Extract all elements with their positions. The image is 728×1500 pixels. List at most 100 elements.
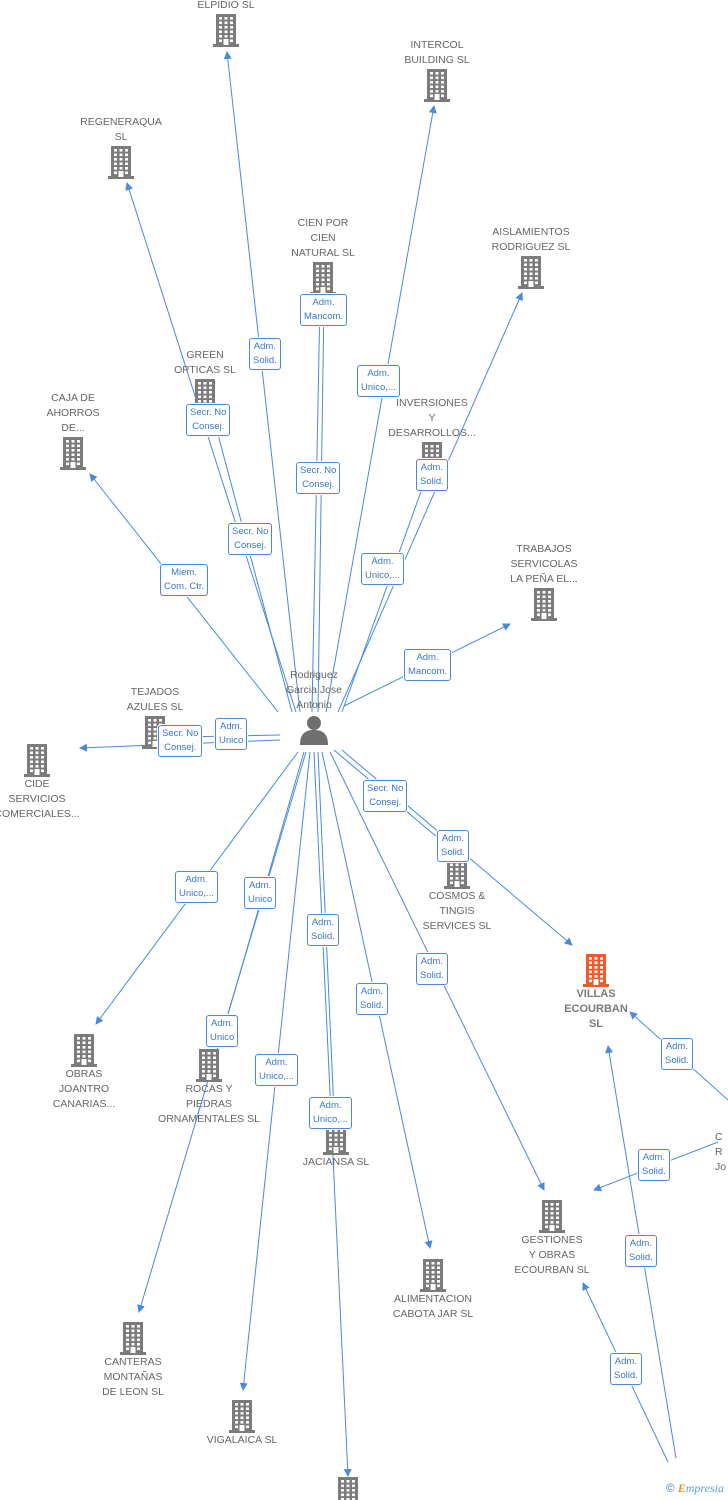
role-badge-obras[interactable]: Adm. Unico,... <box>175 871 218 903</box>
company-name: AISLAMIENTOS RODRIGUEZ SL <box>491 226 571 253</box>
building-icon <box>338 1477 358 1500</box>
edge-line-green <box>209 411 293 713</box>
company-name: COSMOS & TINGIS SERVICES SL <box>422 890 492 932</box>
building-icon <box>424 69 450 102</box>
brand-credit: © Empresia <box>666 1481 724 1496</box>
company-name: GESTIONES Y OBRAS ECOURBAN SL <box>514 1234 590 1276</box>
building-icon <box>60 437 86 470</box>
building-icon <box>196 1049 222 1082</box>
building-icon <box>229 1400 255 1433</box>
role-badge-trabajos[interactable]: Adm. Mancom. <box>404 649 452 681</box>
company-node-green[interactable]: GREEN OPTICAS SL <box>145 348 265 412</box>
role-badge-tejados[interactable]: Adm. Unico <box>215 718 248 750</box>
building-icon <box>531 588 557 621</box>
person-icon <box>300 716 328 745</box>
company-name: INTERCOL BUILDING SL <box>404 39 470 66</box>
role-badge-cide[interactable]: Secr. No Consej. <box>158 725 203 757</box>
edge-line-elpidio <box>223 51 301 713</box>
company-node-jaciansa[interactable]: JACIANSA SL <box>276 1121 396 1170</box>
company-node-trabajos[interactable]: TRABAJOS SERVICOLAS LA PEÑA EL... <box>484 542 604 621</box>
edge-line-aislamientos <box>337 292 523 713</box>
role-badge-gestiones[interactable]: Adm. Solid. <box>416 953 448 985</box>
role-badge-green[interactable]: Secr. No Consej. <box>228 523 273 555</box>
edge-line-inversiones <box>341 482 426 713</box>
company-node-elpidio[interactable]: ELPIDIO SL <box>166 0 286 47</box>
company-node-otherperson[interactable]: C R Jo <box>715 1130 728 1175</box>
role-badge-intercol[interactable]: Adm. Unico,... <box>357 365 400 397</box>
building-icon <box>420 1259 446 1292</box>
building-icon <box>120 1322 146 1355</box>
company-name: CAJA DE AHORROS DE... <box>46 392 100 434</box>
building-icon <box>24 744 50 777</box>
role-badge-villas[interactable]: Adm. Solid. <box>437 830 469 862</box>
role-badge-caja[interactable]: Miem. Com. Ctr. <box>160 564 209 596</box>
brand-name: mpresia <box>685 1481 724 1495</box>
building-icon <box>213 14 239 47</box>
building-icon <box>108 146 134 179</box>
role-badge-cienpor-a[interactable]: Adm. Mancom. <box>300 294 348 326</box>
company-name: C R Jo <box>715 1131 727 1173</box>
company-name: CIEN POR CIEN NATURAL SL <box>291 217 355 259</box>
edge-line-cienpor-a <box>317 297 328 713</box>
company-node-canteras[interactable]: CANTERAS MONTAÑAS DE LEON SL <box>73 1321 193 1400</box>
role-badge-cosmos[interactable]: Secr. No Consej. <box>363 780 408 812</box>
company-name: VILLAS ECOURBAN SL <box>564 988 628 1030</box>
role-badge-op-villas[interactable]: Adm. Solid. <box>661 1038 693 1070</box>
company-name: ALIMENTACION CABOTA JAR SL <box>392 1293 474 1320</box>
building-icon <box>518 256 544 289</box>
role-badge-canteras[interactable]: Adm. Unico <box>206 1015 239 1047</box>
role-badge-op-gestiones[interactable]: Adm. Solid. <box>638 1149 670 1181</box>
company-node-vigalaica[interactable]: VIGALAICA SL <box>182 1399 302 1448</box>
company-node-rocas[interactable]: ROCAS Y PIEDRAS ORNAMENTALES SL <box>149 1048 269 1127</box>
role-badge-regeneraqua[interactable]: Secr. No Consej. <box>186 404 231 436</box>
company-name: TRABAJOS SERVICOLAS LA PEÑA EL... <box>510 543 578 585</box>
company-name: CIDE SERVICIOS COMERCIALES... <box>0 778 80 820</box>
person-name: Rodriguez Garcia Jose Antonio <box>285 669 343 711</box>
company-node-obras[interactable]: OBRAS JOANTRO CANARIAS... <box>24 1033 144 1112</box>
company-node-villas[interactable]: VILLAS ECOURBAN SL <box>536 953 656 1032</box>
role-badge-cienpor-b[interactable]: Secr. No Consej. <box>296 462 341 494</box>
company-node-gestiones[interactable]: GESTIONES Y OBRAS ECOURBAN SL <box>492 1199 612 1278</box>
role-badge-bottom[interactable]: Adm. Unico,... <box>309 1097 352 1129</box>
building-icon <box>71 1034 97 1067</box>
role-badge-bot-villas[interactable]: Adm. Solid. <box>625 1235 657 1267</box>
company-name: REGENERAQUA SL <box>80 116 162 143</box>
role-badge-inversiones[interactable]: Adm. Unico,... <box>361 553 404 585</box>
company-name: ELPIDIO SL <box>197 0 255 11</box>
company-name: JACIANSA SL <box>302 1156 370 1168</box>
role-badge-bot-gestiones[interactable]: Adm. Solid. <box>610 1353 642 1385</box>
role-badge-aislamientos[interactable]: Adm. Solid. <box>416 459 448 491</box>
company-name: GREEN OPTICAS SL <box>174 349 236 376</box>
building-icon <box>539 1200 565 1233</box>
role-badge-elpidio[interactable]: Adm. Solid. <box>249 338 281 370</box>
company-node-cide[interactable]: CIDE SERVICIOS COMERCIALES... <box>0 743 97 822</box>
building-icon <box>444 856 470 889</box>
center-person-node[interactable]: Rodriguez Garcia Jose Antonio <box>254 668 374 747</box>
company-node-regeneraqua[interactable]: REGENERAQUA SL <box>61 115 181 179</box>
edge-line-regeneraqua <box>125 182 297 713</box>
building-icon <box>310 262 336 295</box>
company-name: VIGALAICA SL <box>206 1434 278 1446</box>
company-node-bottom[interactable] <box>288 1476 408 1500</box>
copyright-symbol: © <box>665 1481 675 1495</box>
company-name: CANTERAS MONTAÑAS DE LEON SL <box>102 1356 164 1398</box>
edge-line-cienpor-b <box>311 299 324 713</box>
company-node-intercol[interactable]: INTERCOL BUILDING SL <box>377 38 497 102</box>
role-badge-rocas[interactable]: Adm. Unico <box>244 877 277 909</box>
company-node-aislamientos[interactable]: AISLAMIENTOS RODRIGUEZ SL <box>471 225 591 289</box>
company-node-caja[interactable]: CAJA DE AHORROS DE... <box>13 391 133 470</box>
role-badge-jaciansa[interactable]: Adm. Solid. <box>307 914 339 946</box>
company-node-cosmos[interactable]: COSMOS & TINGIS SERVICES SL <box>397 855 517 934</box>
company-name: TEJADOS AZULES SL <box>126 686 184 713</box>
company-name: INVERSIONES Y DESARROLLOS... <box>388 397 476 439</box>
company-node-alimentacion[interactable]: ALIMENTACION CABOTA JAR SL <box>373 1258 493 1322</box>
edge-line-intercol <box>325 105 437 713</box>
company-name: OBRAS JOANTRO CANARIAS... <box>52 1068 116 1110</box>
brand-initial: E <box>677 1481 686 1495</box>
building-icon <box>583 954 609 987</box>
company-node-cienpor[interactable]: CIEN POR CIEN NATURAL SL <box>263 216 383 295</box>
company-name: ROCAS Y PIEDRAS ORNAMENTALES SL <box>158 1083 260 1125</box>
role-badge-vigalaica[interactable]: Adm. Unico,... <box>255 1054 298 1086</box>
role-badge-alimentacion[interactable]: Adm. Solid. <box>356 983 388 1015</box>
